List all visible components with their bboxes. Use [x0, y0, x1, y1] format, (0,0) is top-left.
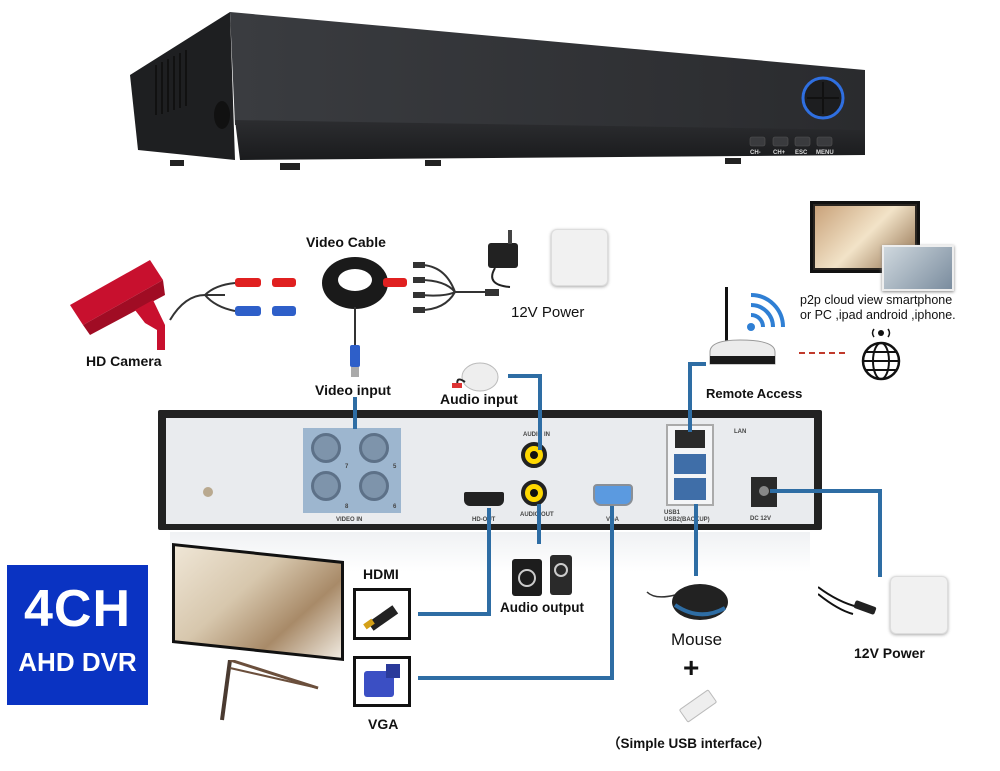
wall-socket-bottom [890, 576, 948, 634]
hdmi-cable-icon [353, 588, 411, 640]
usb-port-2 [674, 478, 706, 500]
wire-audio-out [537, 504, 541, 544]
hdmi-label: HDMI [363, 566, 399, 582]
lan-port-label: LAN [734, 429, 747, 435]
microphone-icon [452, 362, 499, 392]
monitor-stand [220, 660, 319, 721]
audio-out-port [521, 480, 547, 506]
btn-menu: MENU [816, 150, 834, 156]
dvr-front-unit [130, 12, 865, 170]
vga-port [593, 484, 633, 506]
lan-usb-block [666, 424, 714, 506]
cctv-camera-icon [70, 260, 165, 350]
wire-lan-v [688, 362, 692, 432]
product-badge: 4CH AHD DVR [7, 565, 148, 705]
wire-hdmi-h [418, 612, 491, 616]
channel-7: 7 [345, 464, 349, 470]
wall-socket-top [551, 229, 608, 286]
video-in-ports: 7 5 8 6 [303, 428, 401, 513]
wire-dc-v [878, 489, 882, 577]
channel-6: 6 [393, 504, 397, 510]
usb-stick-icon [678, 689, 718, 723]
hd-out-port-label: HD-OUT [472, 517, 496, 523]
video-cable-label: Video Cable [306, 234, 386, 250]
ground-screw [203, 487, 213, 497]
power-top-label: 12V Power [511, 304, 585, 321]
power-adapter-icon [488, 230, 518, 288]
audio-in-port [521, 442, 547, 468]
wire-dc-h [770, 489, 882, 493]
hd-camera-label: HD Camera [86, 353, 162, 369]
dc-power-cable-icon [818, 586, 877, 615]
usb-interface-label: （Simple USB interface） [607, 736, 771, 751]
btn-ch-plus: CH+ [773, 150, 786, 156]
hdmi-port [464, 492, 504, 506]
wifi-icon [747, 293, 785, 331]
usb-port-1 [674, 454, 706, 474]
video-in-port-label: VIDEO IN [336, 517, 363, 523]
lan-port [675, 430, 705, 448]
remote-access-label: Remote Access [706, 386, 803, 401]
router-icon [709, 287, 776, 365]
wire-vga-v [610, 506, 614, 680]
speakers-icon [512, 555, 576, 597]
front-button-labels: CH- CH+ ESC MENU [750, 150, 840, 160]
wire-hdmi-v [487, 508, 491, 616]
usb1-label: USB1 [664, 510, 681, 516]
btn-esc: ESC [795, 150, 808, 156]
dashed-network-link [799, 352, 845, 354]
power-bottom-label: 12V Power [854, 645, 925, 661]
audio-output-label: Audio output [500, 600, 584, 615]
wire-audio-in-h [508, 374, 542, 378]
wire-audio-in-v [538, 374, 542, 450]
p2p-text-line1: p2p cloud view smartphone [800, 293, 953, 307]
usb2-label: USB2(BACKUP) [664, 517, 710, 523]
btn-ch-minus: CH- [750, 150, 761, 156]
badge-ahd-dvr: AHD DVR [18, 647, 137, 677]
audio-out-port-label: AUDIO OUT [520, 512, 554, 518]
mouse-icon [646, 584, 728, 620]
badge-4ch: 4CH [23, 580, 132, 638]
tablet-p2p-image [882, 245, 954, 291]
audio-in-port-label: AUDIO IN [523, 432, 550, 438]
mouse-label: Mouse [671, 630, 723, 649]
wire-usb-v [694, 504, 698, 576]
wire-video-in [353, 397, 357, 429]
channel-8: 8 [345, 504, 349, 510]
dc-12v-port-label: DC 12V [750, 516, 772, 522]
plus-sign: + [683, 652, 700, 683]
monitor-display [172, 542, 344, 662]
video-input-label: Video input [315, 382, 391, 398]
video-cable [169, 257, 499, 377]
wire-lan-h [688, 362, 706, 366]
p2p-text-line2: or PC ,ipad android ,iphone. [800, 308, 956, 322]
wire-vga-h [418, 676, 614, 680]
audio-input-label: Audio input [440, 391, 518, 407]
monitor-p2p-image [810, 201, 920, 273]
globe-icon [861, 328, 901, 381]
channel-5: 5 [393, 464, 397, 470]
vga-label: VGA [368, 716, 399, 732]
vga-cable-icon [353, 656, 411, 707]
